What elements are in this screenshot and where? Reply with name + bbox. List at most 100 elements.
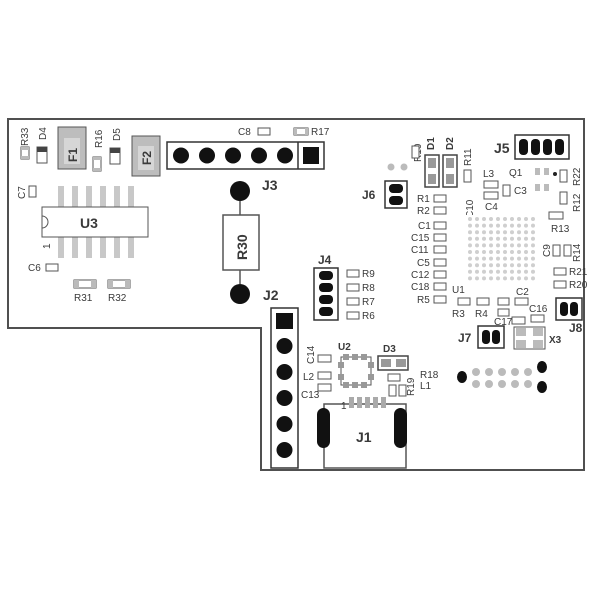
resistor-r19 xyxy=(388,384,397,397)
bga-ball xyxy=(524,230,528,235)
label-r6: R6 xyxy=(362,311,375,322)
bga-ball xyxy=(468,217,472,221)
bga-ball xyxy=(517,217,521,221)
bga-ball xyxy=(489,256,493,261)
label-c8: C8 xyxy=(238,127,251,138)
bga-ball xyxy=(510,223,514,228)
bga-ball xyxy=(524,217,528,221)
bga-ball xyxy=(531,223,535,228)
bga-ball xyxy=(475,223,479,228)
label-j5: J5 xyxy=(494,140,510,156)
bga-ball xyxy=(489,217,493,221)
bga-ball xyxy=(531,236,535,241)
label-r4: R4 xyxy=(475,309,488,320)
label-r31: R31 xyxy=(74,293,93,304)
bga-ball xyxy=(482,269,486,274)
header-j6 xyxy=(384,180,408,209)
label-q1: Q1 xyxy=(509,168,523,179)
bga-ball xyxy=(517,230,521,235)
bga-ball xyxy=(503,217,507,221)
bga-ball xyxy=(510,217,514,221)
bga-ball xyxy=(468,276,472,281)
capacitor-c14 xyxy=(317,354,332,363)
header-j7 xyxy=(477,325,505,349)
bga-ball xyxy=(524,243,528,248)
crystal-x3 xyxy=(513,326,546,350)
label-r32: R32 xyxy=(108,293,127,304)
resistor-r22 xyxy=(559,169,568,183)
bga-ball xyxy=(496,243,500,248)
bga-ball xyxy=(468,223,472,228)
bga-ball xyxy=(475,250,479,254)
resistor-r12 xyxy=(559,191,568,205)
bga-ball xyxy=(468,256,472,261)
label-c5: C5 xyxy=(417,258,430,269)
capacitor-c6 xyxy=(45,263,59,272)
header-j3 xyxy=(166,141,325,170)
bga-ball xyxy=(496,250,500,254)
resistor-r11 xyxy=(463,169,472,183)
label-c10: C10 xyxy=(465,199,476,218)
label-f1: F1 xyxy=(66,148,80,162)
bga-ball xyxy=(503,243,507,248)
label-j3: J3 xyxy=(262,177,278,193)
bga-ball xyxy=(503,269,507,274)
bga-ball xyxy=(475,236,479,241)
connector-pad-array xyxy=(457,361,547,393)
bga-ball xyxy=(503,230,507,235)
bga-ball xyxy=(517,250,521,254)
bga-ball xyxy=(510,263,514,268)
label-l2: L2 xyxy=(303,372,315,383)
bga-ball xyxy=(531,250,535,254)
bga-ball xyxy=(517,256,521,261)
bga-ball xyxy=(510,250,514,254)
label-c9: C9 xyxy=(542,244,553,257)
label-r1: R1 xyxy=(417,194,430,205)
label-u1: U1 xyxy=(452,285,465,296)
bga-ball xyxy=(510,236,514,241)
label-c4: C4 xyxy=(485,202,498,213)
label-c16: C16 xyxy=(529,304,548,315)
bga-ball xyxy=(496,223,500,228)
label-j7: J7 xyxy=(458,331,472,345)
label-x3: X3 xyxy=(549,335,562,346)
bga-ball xyxy=(489,250,493,254)
capacitor-c17 xyxy=(511,316,526,325)
header-j5 xyxy=(514,134,570,160)
label-f2: F2 xyxy=(140,151,154,165)
label-r20: R20 xyxy=(569,280,588,291)
bga-ball xyxy=(524,269,528,274)
label-j2: J2 xyxy=(263,287,279,303)
bga-ball xyxy=(475,276,479,281)
diode-d3 xyxy=(377,355,409,371)
label-r3: R3 xyxy=(452,309,465,320)
bga-ball xyxy=(510,243,514,248)
bga-ball xyxy=(524,276,528,281)
bga-ball xyxy=(531,269,535,274)
passive-below-l2 xyxy=(317,383,332,392)
bga-ball xyxy=(482,217,486,221)
label-d3: D3 xyxy=(383,344,396,355)
label-c15: C15 xyxy=(411,233,430,244)
capacitor-c16 xyxy=(530,314,545,323)
bga-ball xyxy=(503,263,507,268)
pin1-u2: 1 xyxy=(341,401,347,412)
bga-ball xyxy=(468,243,472,248)
label-d5: D5 xyxy=(112,128,123,141)
capacitor-c4 xyxy=(483,191,499,200)
bga-ball xyxy=(510,256,514,261)
label-c18: C18 xyxy=(411,282,430,293)
label-c3: C3 xyxy=(514,186,527,197)
header-j4 xyxy=(313,267,339,321)
capacitor-c8 xyxy=(257,127,271,136)
bga-ball xyxy=(524,236,528,241)
bga-ball xyxy=(468,263,472,268)
resistor-r10 xyxy=(411,145,420,159)
label-r13: R13 xyxy=(551,224,570,235)
label-r7: R7 xyxy=(362,297,375,308)
label-c14: C14 xyxy=(306,345,317,364)
resistor-r14 xyxy=(563,244,572,257)
bga-ball xyxy=(468,250,472,254)
bga-ball xyxy=(468,269,472,274)
header-j2 xyxy=(270,307,299,469)
